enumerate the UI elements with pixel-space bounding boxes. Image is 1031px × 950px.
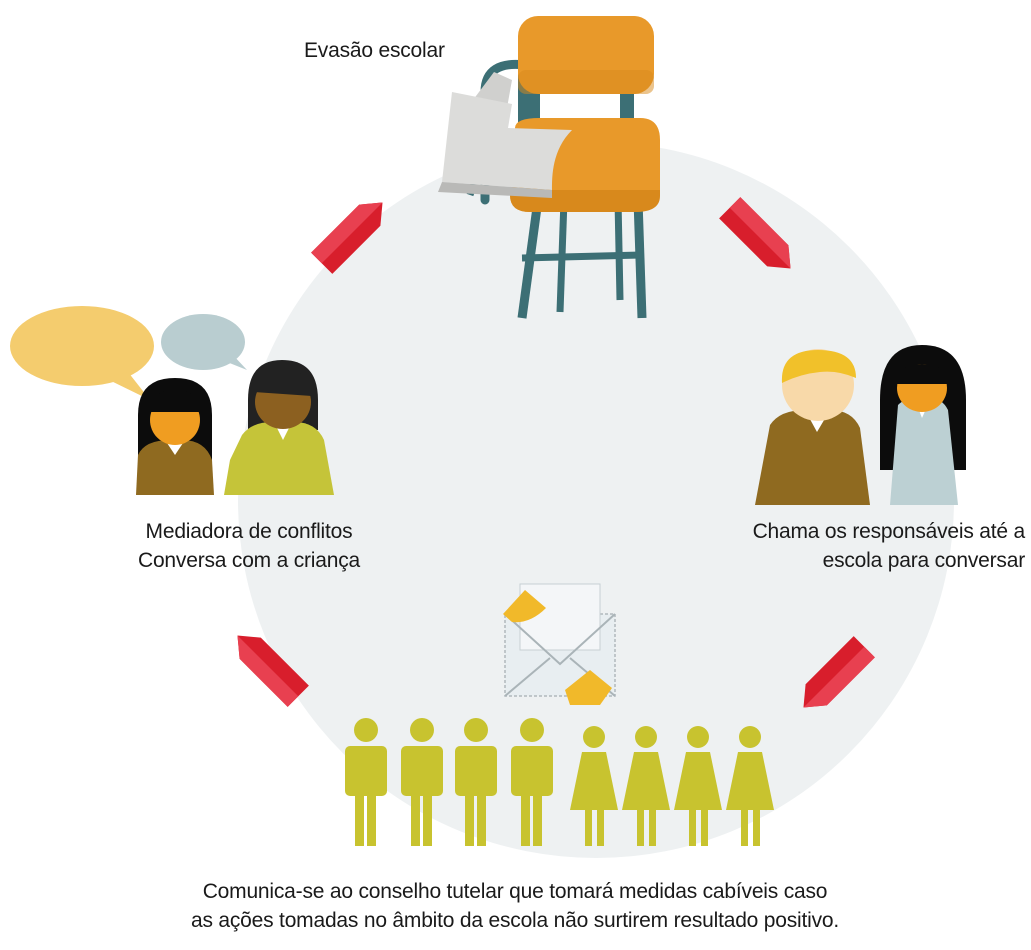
label-dropout-text: Evasão escolar (304, 39, 445, 62)
parents-icon (755, 345, 966, 505)
school-chair-icon (438, 16, 660, 319)
council-woman-3 (674, 726, 722, 846)
cycle-background-circle (238, 142, 954, 858)
council-members-icon (345, 718, 774, 846)
arrow-top-right (719, 197, 791, 269)
label-guardians-line-2: escola para conversar (822, 549, 1026, 572)
label-council: Comunica-se ao conselho tutelar que toma… (120, 877, 910, 935)
label-guardians: Chama os responsáveis até a escola para … (737, 517, 1026, 575)
label-mediator-line-2: Conversa com a criança (137, 549, 361, 572)
label-guardians-line-1: Chama os responsáveis até a (752, 520, 1026, 543)
council-man-2 (401, 718, 443, 846)
children-icon (136, 360, 334, 495)
label-council-line-2: as ações tomadas no âmbito da escola não… (190, 909, 840, 932)
council-woman-4 (726, 726, 774, 846)
label-council-line-1: Comunica-se ao conselho tutelar que toma… (202, 880, 828, 903)
council-man-4 (511, 718, 553, 846)
arrow-bottom-left (237, 635, 309, 707)
arrow-top-left (311, 202, 383, 274)
council-man-1 (345, 718, 387, 846)
council-man-3 (455, 718, 497, 846)
arrow-bottom-right (803, 636, 875, 708)
label-mediator-line-1: Mediadora de conflitos (145, 520, 353, 543)
council-woman-2 (622, 726, 670, 846)
label-mediator: Mediadora de conflitos Conversa com a cr… (117, 517, 381, 575)
label-dropout: Evasão escolar (304, 36, 445, 65)
council-woman-1 (570, 726, 618, 846)
speech-bubbles-icon (10, 306, 247, 400)
envelope-icon (503, 583, 616, 705)
